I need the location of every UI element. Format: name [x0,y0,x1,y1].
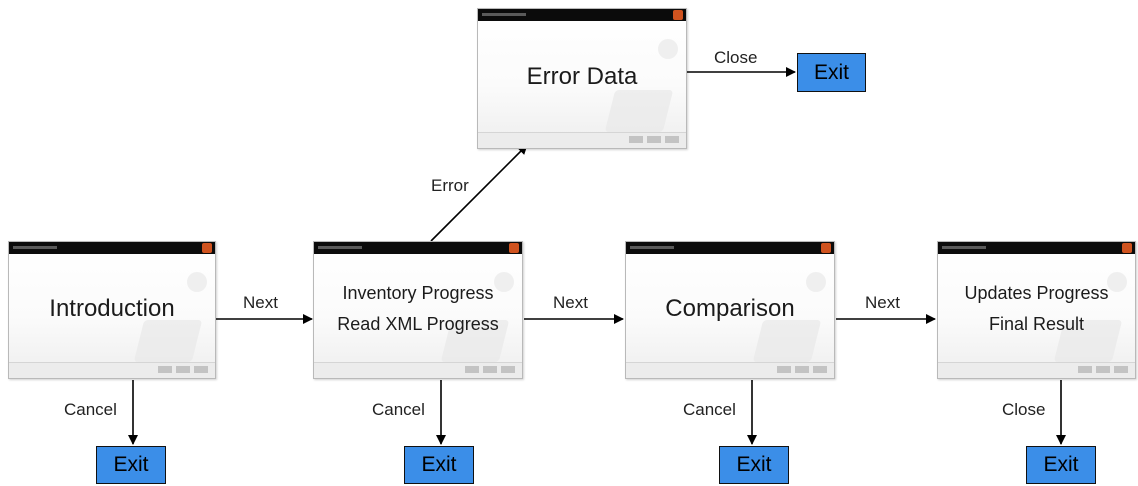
screen-label: Error Data [526,63,638,90]
window-titlebar [626,242,834,254]
close-icon [673,10,683,20]
screen-introduction: Introduction [8,241,216,379]
window-footer [938,362,1135,378]
window-footer [314,362,522,378]
screen-updates-progress: Updates Progress Final Result [937,241,1136,379]
exit-box-comparison: Exit [719,446,789,484]
exit-box-inventory: Exit [404,446,474,484]
exit-box-error: Exit [797,53,866,92]
screen-comparison: Comparison [625,241,835,379]
screen-label: Comparison [665,294,795,322]
edge-label-updates-close: Close [1002,400,1046,419]
edge-label-inventory-error: Error [431,176,469,195]
close-icon [202,243,212,253]
screen-label: Introduction [49,294,175,322]
arrow-inventory-to-error [430,144,528,242]
screen-label: Inventory Progress Read XML Progress [337,282,499,334]
close-icon [821,243,831,253]
exit-box-introduction: Exit [96,446,166,484]
edge-label-comparison-cancel: Cancel [683,400,736,419]
edge-label-comparison-next: Next [865,293,900,312]
window-titlebar [9,242,215,254]
window-footer [626,362,834,378]
edge-label-inventory-cancel: Cancel [372,400,425,419]
window-titlebar [314,242,522,254]
close-icon [509,243,519,253]
screen-inventory-progress: Inventory Progress Read XML Progress [313,241,523,379]
edge-label-inventory-next: Next [553,293,588,312]
window-footer [478,132,686,148]
screen-error-data: Error Data [477,8,687,149]
screen-label: Updates Progress Final Result [964,282,1109,334]
edge-label-intro-cancel: Cancel [64,400,117,419]
window-titlebar [938,242,1135,254]
window-footer [9,362,215,378]
edge-label-intro-next: Next [243,293,278,312]
close-icon [1122,243,1132,253]
exit-box-updates: Exit [1026,446,1096,484]
edge-label-error-close: Close [714,48,758,67]
window-titlebar [478,9,686,21]
